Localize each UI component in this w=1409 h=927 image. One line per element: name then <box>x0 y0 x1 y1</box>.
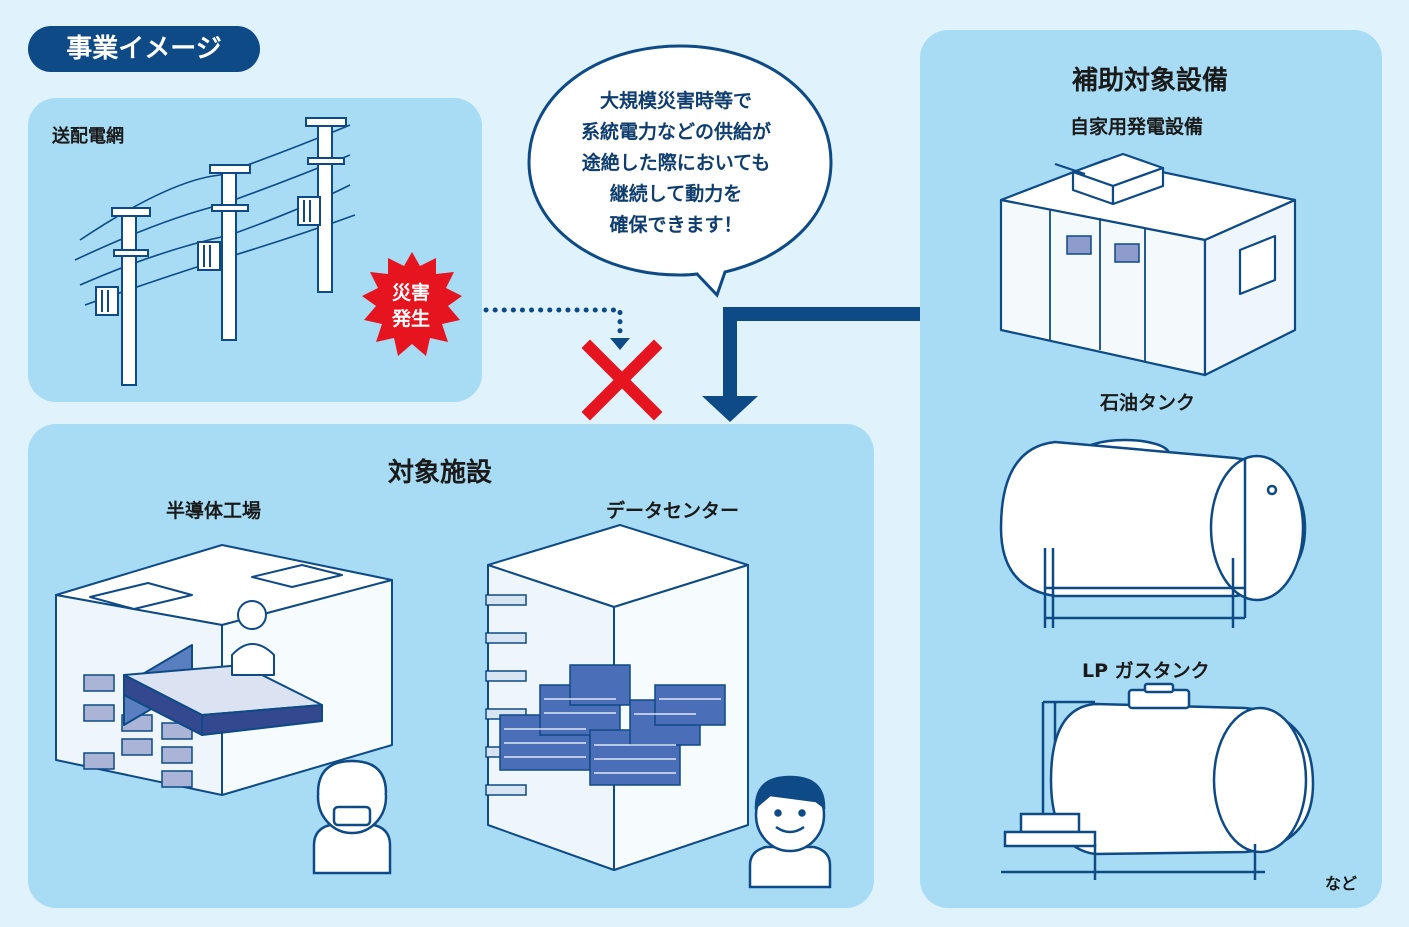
etc-label: など <box>1325 874 1358 893</box>
speech-line: 系統電力などの供給が <box>580 121 771 143</box>
lp-gas-tank-illustration <box>1001 682 1315 880</box>
dotted-arrow <box>483 307 630 350</box>
oil-tank-illustration <box>999 438 1307 628</box>
facilities-title: 対象施設 <box>388 458 493 488</box>
generator-label: 自家用発電設備 <box>1070 116 1204 138</box>
supply-arrow <box>702 307 920 422</box>
utility-poles-illustration <box>74 117 356 386</box>
disaster-burst-icon <box>362 252 462 356</box>
power-grid-panel <box>28 98 482 402</box>
speech-bubble-text: 大規模災害時等で 系統電力などの供給が 途絶した際においても 継続して動力を 確… <box>548 86 804 241</box>
oil-tank-label: 石油タンク <box>1100 392 1196 414</box>
power-grid-title: 送配電網 <box>52 126 124 147</box>
speech-line: 大規模災害時等で <box>599 90 752 112</box>
speech-line: 途絶した際においても <box>581 152 771 174</box>
disaster-label-1: 災害 <box>392 282 431 304</box>
data-center-illustration <box>485 524 832 889</box>
disaster-label-2: 発生 <box>392 308 431 330</box>
speech-bubble <box>527 44 833 298</box>
factory-label: 半導体工場 <box>166 500 262 522</box>
blocked-cross-icon <box>581 339 663 421</box>
equipment-title: 補助対象設備 <box>1072 66 1229 96</box>
generator-illustration <box>999 152 1297 377</box>
speech-line: 確保できます！ <box>609 214 743 236</box>
speech-line: 継続して動力を <box>609 183 743 205</box>
lp-tank-label: LP ガスタンク <box>1082 660 1210 682</box>
datacenter-label: データセンター <box>606 500 740 522</box>
section-badge: 事業イメージ <box>28 26 260 72</box>
semiconductor-factory-illustration <box>55 544 393 875</box>
